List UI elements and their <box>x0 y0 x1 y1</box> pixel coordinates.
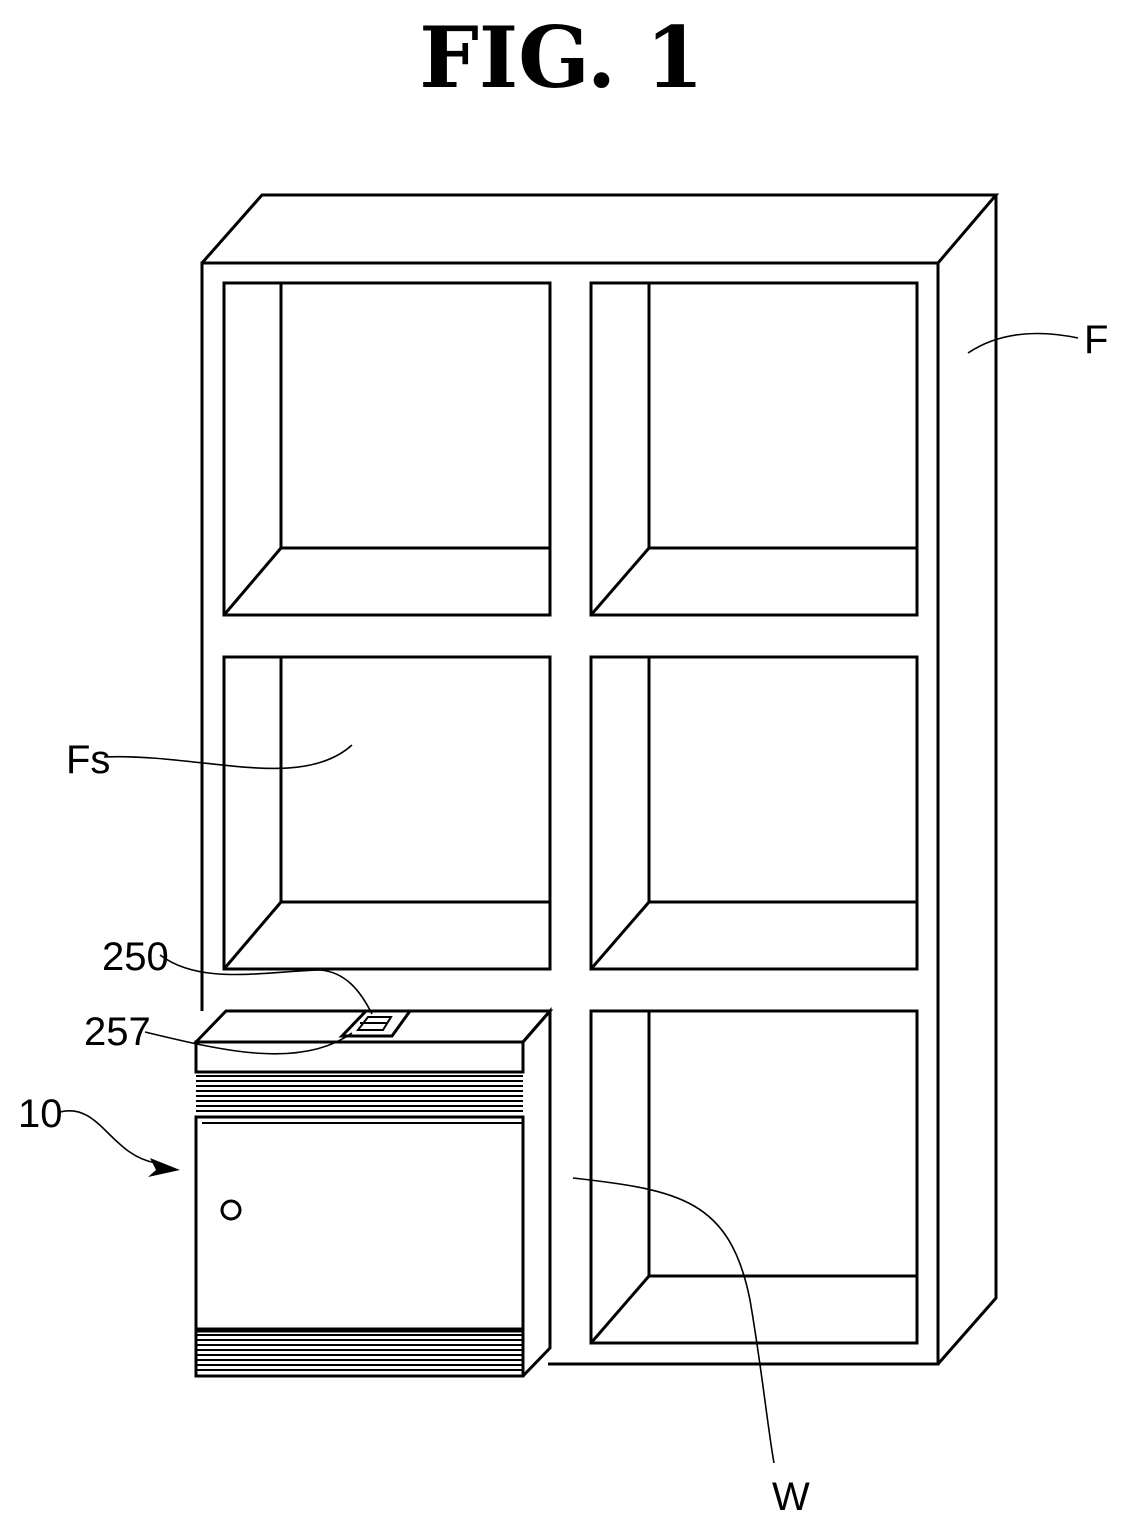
label-F: F <box>1084 318 1108 362</box>
bookshelf <box>202 195 996 1364</box>
leader-Fs <box>104 745 352 768</box>
arrow-10-icon <box>148 1158 180 1177</box>
upper-vent <box>196 1076 523 1111</box>
leader-250 <box>160 955 372 1014</box>
device-side-face <box>523 1011 550 1376</box>
compartment-row-1-right <box>591 283 917 615</box>
shelf-top-face <box>202 195 996 263</box>
label-W: W <box>772 1475 810 1519</box>
leader-F <box>968 333 1078 353</box>
device-door <box>196 1117 523 1329</box>
device-top-band <box>196 1042 523 1072</box>
compartment-row-2-right <box>591 657 917 969</box>
leader-W <box>573 1178 774 1463</box>
device <box>196 1011 550 1376</box>
label-250: 250 <box>102 935 169 979</box>
compartment-row-3-right <box>591 1011 917 1343</box>
label-10: 10 <box>18 1092 63 1136</box>
label-Fs: Fs <box>66 738 110 782</box>
shelf-front-face <box>202 263 938 1364</box>
lower-vent <box>196 1335 523 1370</box>
shelf-side-face <box>938 195 996 1364</box>
label-257: 257 <box>84 1010 151 1054</box>
door-knob-icon <box>222 1201 240 1219</box>
leader-10 <box>60 1111 156 1163</box>
compartment-row-1-left <box>224 283 550 615</box>
compartment-row-2-left <box>224 657 550 969</box>
